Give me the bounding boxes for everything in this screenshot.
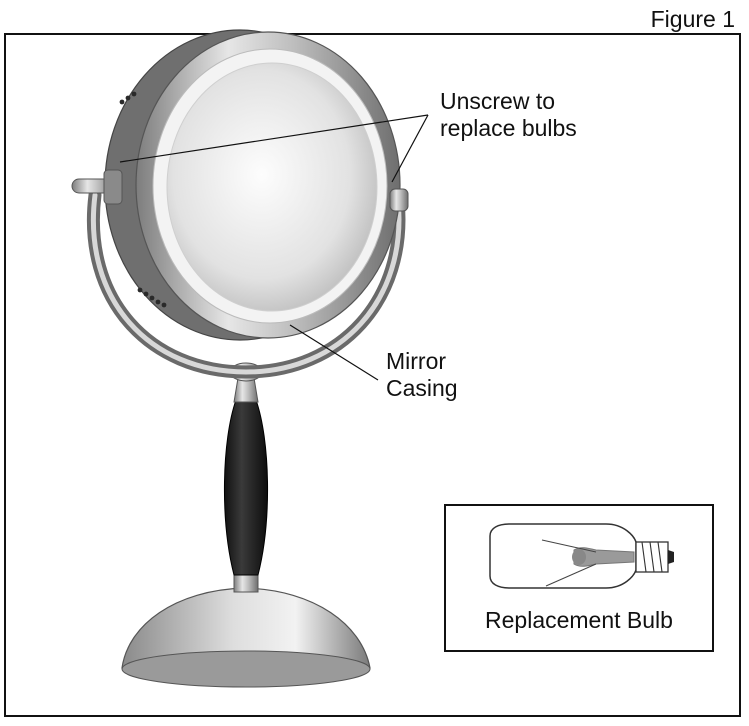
unscrew-callout-line2: replace bulbs [440, 115, 577, 141]
casing-callout-line2: Casing [386, 375, 458, 401]
unscrew-callout-line1: Unscrew to [440, 88, 556, 114]
figure-label: Figure 1 [650, 6, 735, 32]
mirror-glass [166, 62, 378, 312]
vent-holes [119, 91, 167, 308]
mirror-neck [233, 377, 259, 403]
figure-frame [4, 33, 741, 717]
pivot-knob-left [71, 169, 123, 205]
casing-callout: Mirror Casing [386, 348, 458, 402]
callout-leaders [119, 114, 429, 381]
unscrew-callout: Unscrew to replace bulbs [440, 88, 577, 142]
mirror-base [121, 587, 371, 688]
bulb-icon [489, 523, 674, 589]
pivot-knob-right [389, 188, 409, 212]
bulb-caption: Replacement Bulb [485, 607, 673, 633]
casing-callout-line1: Mirror [386, 348, 447, 374]
replacement-bulb-inset: Replacement Bulb [444, 504, 714, 652]
mirror-handle [224, 399, 268, 576]
